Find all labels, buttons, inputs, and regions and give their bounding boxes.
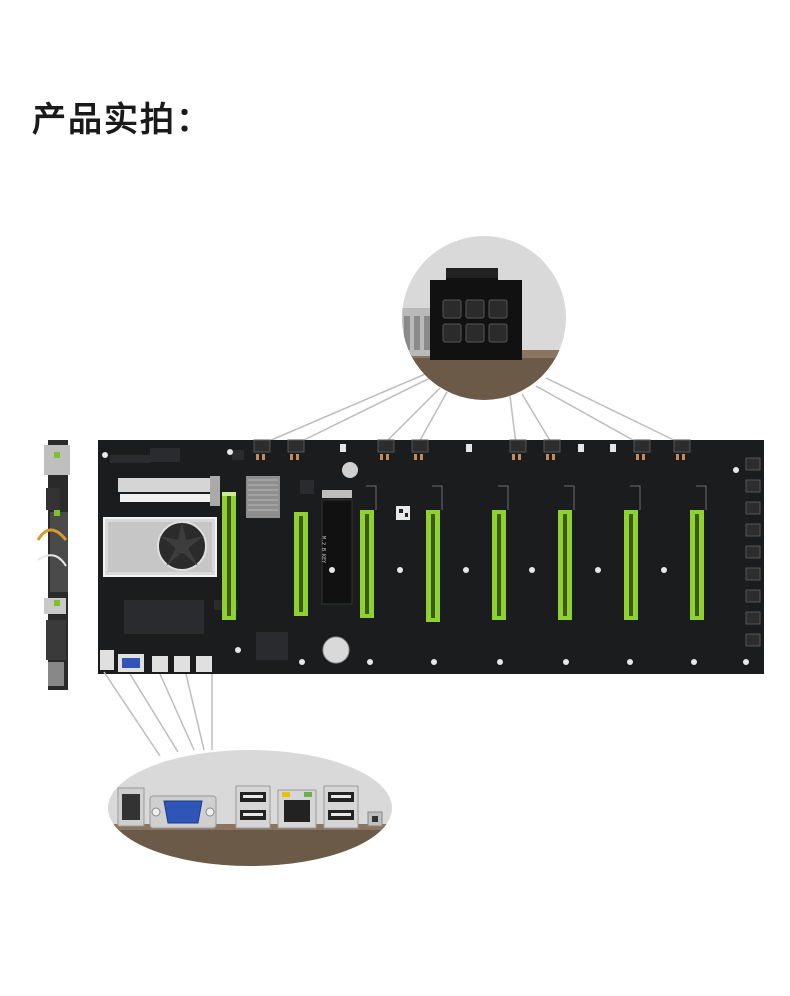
bottom-leader-lines <box>103 671 213 757</box>
pcie-slot <box>294 512 308 616</box>
io-zoom-bubble <box>108 750 392 866</box>
usb-port-icon <box>235 785 271 829</box>
power-connector-zoom-bubble <box>402 236 566 400</box>
pcie-slot <box>426 510 440 622</box>
pcie-slot <box>624 510 638 620</box>
rear-io-ports <box>100 650 212 672</box>
cpu-fan-icon <box>103 517 217 577</box>
pcie-slot <box>558 510 572 620</box>
pcie-slot <box>360 510 374 618</box>
m2-slot-silkscreen: M.2 B KEY <box>320 536 326 564</box>
right-edge-connectors <box>745 457 761 647</box>
pcie-slot <box>222 492 236 620</box>
top-power-connectors <box>253 439 691 453</box>
pcie-slot <box>492 510 506 620</box>
rj45-port-icon <box>277 789 317 829</box>
pcie-slot <box>690 510 704 620</box>
mounting-holes <box>102 449 749 665</box>
usb-port-icon <box>323 785 359 829</box>
6-pin-power-connector-icon <box>430 268 522 360</box>
vga-port-icon <box>149 795 217 829</box>
motherboard-pcb <box>98 439 764 674</box>
page-heading: 产品实拍： <box>32 100 212 140</box>
top-leader-lines <box>261 371 683 445</box>
pcie-slots <box>222 492 704 622</box>
board-side-view <box>36 440 70 690</box>
chipset-heatsink <box>246 476 280 518</box>
